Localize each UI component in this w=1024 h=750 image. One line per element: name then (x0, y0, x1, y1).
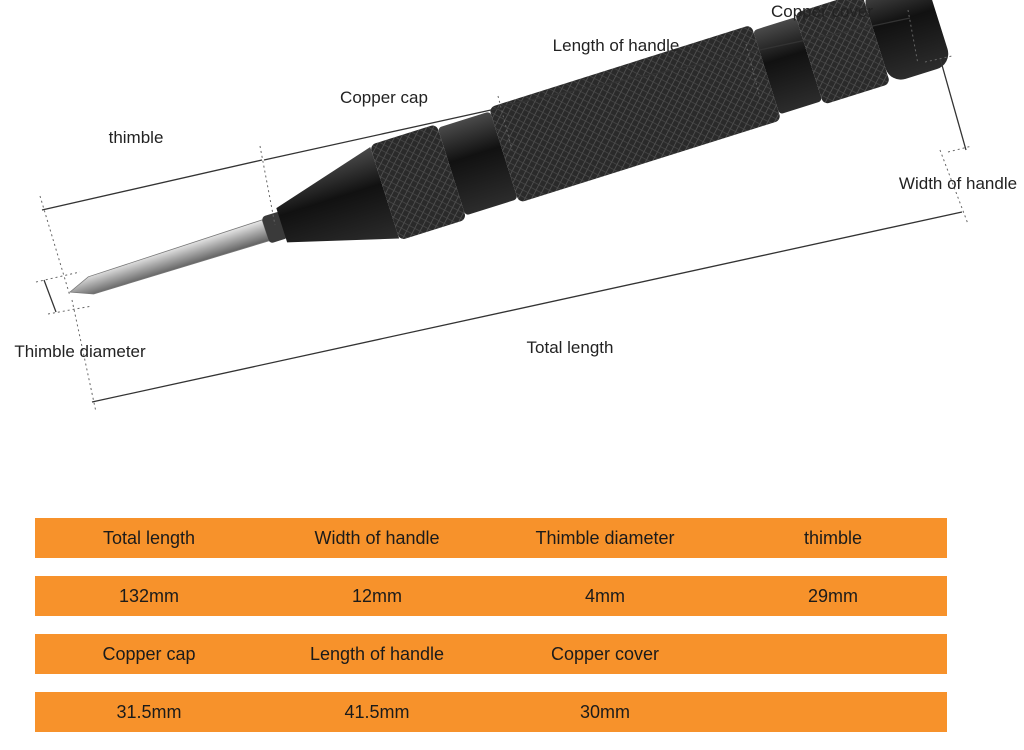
spec-cell: Total length (102, 527, 196, 548)
label-thimble: thimble (108, 128, 164, 147)
dim-total-length (91, 211, 963, 403)
label-length-of-handle: Length of handle (552, 36, 680, 55)
center-punch-tool (68, 0, 949, 295)
spec-header-row-2: Copper cap Length of handle Copper cover (35, 634, 947, 674)
spec-cell: 12mm (351, 585, 402, 606)
spec-value-row-1: 132mm 12mm 4mm 29mm (35, 576, 947, 616)
label-width-of-handle: Width of handle (898, 174, 1018, 193)
center-punch-diagram (35, 0, 973, 413)
label-thimble-diameter: Thimble diameter (14, 342, 146, 361)
spec-cell: Length of handle (309, 643, 445, 664)
handle-smooth-band (438, 112, 517, 215)
dimension-extension-lines (35, 9, 973, 413)
copper-cap-knurl (371, 125, 465, 239)
handle-knurl (490, 26, 780, 202)
dimension-lines (41, 17, 967, 403)
handle-smooth-band-2 (754, 18, 822, 114)
dim-length-of-handle (501, 53, 749, 107)
copper-cover-knurl (796, 0, 889, 104)
spec-cell: 4mm (585, 585, 625, 606)
spec-cell: 30mm (579, 701, 630, 722)
dim-width-of-handle (939, 57, 967, 151)
dim-copper-cover (749, 17, 911, 53)
spec-value-row-2: 31.5mm 41.5mm 30mm (35, 692, 947, 732)
spec-header-row-1: Total length Width of handle Thimble dia… (35, 518, 947, 558)
spec-cell: Copper cover (550, 643, 660, 664)
thimble-tip (68, 219, 270, 295)
dim-thimble-diameter (43, 279, 57, 313)
spec-cell: Width of handle (314, 527, 440, 548)
spec-cell: 41.5mm (344, 701, 410, 722)
spec-cell: thimble (803, 527, 863, 548)
label-copper-cap: Copper cap (340, 88, 428, 107)
spec-cell: 29mm (807, 585, 858, 606)
spec-table: Total length Width of handle Thimble dia… (35, 518, 947, 750)
copper-cap-cone (276, 146, 400, 243)
dim-copper-cap (263, 107, 501, 161)
spec-cell: 132mm (118, 585, 180, 606)
spec-cell: Thimble diameter (535, 527, 675, 548)
spec-cell: Copper cap (102, 643, 196, 664)
dim-thimble (41, 159, 263, 211)
spec-cell: 31.5mm (116, 701, 182, 722)
copper-cover-end-cap (865, 0, 949, 80)
label-copper-cover: Copper cover (770, 2, 874, 21)
label-total-length: Total length (526, 338, 614, 357)
